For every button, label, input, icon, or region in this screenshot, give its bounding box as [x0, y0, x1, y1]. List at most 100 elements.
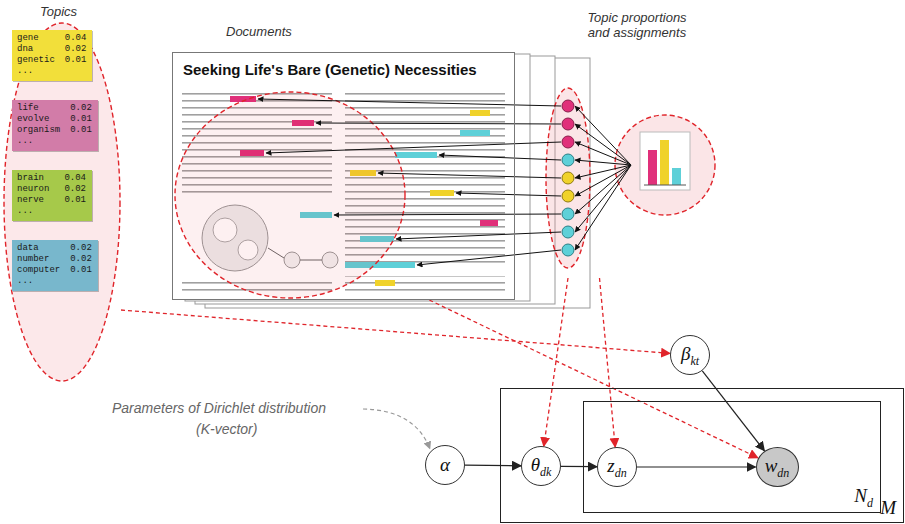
variable-name: θdk [531, 455, 552, 477]
page-sheet [172, 52, 515, 300]
assignment-dot [562, 154, 574, 166]
histogram-frame [640, 132, 690, 190]
dependency-arrow [561, 466, 597, 468]
subscript: dn [777, 466, 789, 480]
arrow [266, 142, 561, 153]
plate: MθdkNdzdnwdn [500, 388, 904, 523]
variable-name: wdn [765, 456, 790, 478]
arrow [575, 124, 631, 165]
topic-probability: 0.02 [70, 254, 92, 265]
topic-probability: 0.02 [70, 243, 92, 254]
arrow [575, 160, 631, 165]
topic-word: nerve [17, 195, 52, 206]
topic-word: ... [17, 276, 60, 287]
arrow [316, 123, 561, 124]
dependency-arrow [465, 465, 521, 467]
variable-circle: zdn [597, 447, 637, 487]
subscript: dk [540, 465, 551, 479]
topic-word: dna [17, 44, 55, 55]
arrow [396, 232, 561, 239]
variable-circle: α [425, 445, 465, 485]
subscript: d [867, 496, 873, 510]
variable-circle: θdk [521, 446, 561, 486]
highlight [375, 280, 395, 286]
plate: Nd zdn wdn [583, 401, 881, 513]
topic-probability: 0.02 [70, 103, 92, 114]
arrow [378, 173, 561, 178]
region-heading: Topics [40, 4, 77, 19]
assignment-dot [562, 118, 574, 130]
topic-word: gene [17, 33, 55, 44]
document-title: Seeking Life's Bare (Genetic) Necessitie… [183, 61, 504, 79]
text-column [345, 276, 505, 294]
annotation: Parameters of Dirichlet distribution [112, 400, 326, 417]
topic-probability: 0.01 [70, 114, 92, 125]
highlight [395, 152, 437, 158]
assignment-dot [562, 172, 574, 184]
mapping-arrow [600, 278, 616, 447]
assignment-arrows [258, 99, 631, 265]
mapping-arrow [121, 310, 670, 353]
topic-probability: 0.04 [65, 33, 87, 44]
topic-box: gene0.04dna0.02genetic0.01... [12, 30, 92, 81]
topic-probability: 0.01 [62, 195, 86, 206]
leader-line [363, 409, 430, 449]
highlight [460, 130, 490, 136]
observed-circle: wdn [756, 447, 799, 487]
histogram-axis [644, 185, 686, 186]
topic-region: Topicsgene0.04dna0.02genetic0.01...life0… [3, 22, 121, 382]
arrow [258, 99, 561, 106]
arrow [575, 165, 631, 196]
arrow [439, 155, 561, 160]
highlight [480, 220, 498, 226]
subscript: dn [615, 466, 627, 480]
highlight [430, 190, 454, 196]
arrow [575, 165, 631, 232]
document-page: DocumentsSeeking Life's Bare (Genetic) N… [172, 52, 515, 300]
assignment-dot [562, 208, 574, 220]
topic-box: brain 0.04 neuron 0.02 nerve 0.01... [12, 170, 92, 221]
mapping-arrow [429, 300, 758, 458]
topic-word: ... [17, 136, 60, 147]
topic-word: organism [17, 125, 60, 136]
topic-probability: 0.01 [70, 125, 92, 136]
assignment-dot [562, 190, 574, 202]
proportions-region: Topic proportions and assignments [540, 8, 710, 278]
topic-word: genetic [17, 55, 55, 66]
variable-circle: βkt [670, 335, 710, 375]
arrow [575, 106, 631, 165]
topic-probability: 0.04 [62, 173, 86, 184]
topic-word: neuron [17, 184, 52, 195]
topic-word: computer [17, 265, 60, 276]
plate-label: Nd [854, 486, 873, 508]
topic-word: number [17, 254, 60, 265]
variable-name: zdn [607, 456, 626, 478]
topic-word: ... [17, 206, 52, 217]
histogram-bar [660, 140, 669, 185]
variable-name: βkt [681, 344, 699, 366]
arrow [575, 165, 631, 250]
topic-box: life 0.02 evolve 0.01 organism 0.01... [12, 100, 98, 151]
arrow [334, 214, 561, 215]
assignment-dot [562, 226, 574, 238]
topic-probability: 0.01 [65, 55, 87, 66]
arrow [456, 193, 561, 196]
section-heading: Documents [226, 24, 292, 39]
topic-probability: 0.02 [65, 44, 87, 55]
histogram-bar [648, 150, 657, 185]
variable-name: α [440, 455, 450, 475]
region-ellipse [4, 23, 120, 381]
topic-word: brain [17, 173, 52, 184]
assignment-dot [562, 136, 574, 148]
topic-probability: 0.01 [70, 265, 92, 276]
topic-word: life [17, 103, 60, 114]
topic-word: data [17, 243, 60, 254]
annotation: (K-vector) [196, 421, 257, 438]
topic-probability: 0.02 [62, 184, 86, 195]
arrow [417, 250, 561, 265]
arrow [575, 165, 631, 178]
topic-word: evolve [17, 114, 60, 125]
dependency-arrow [637, 466, 756, 467]
